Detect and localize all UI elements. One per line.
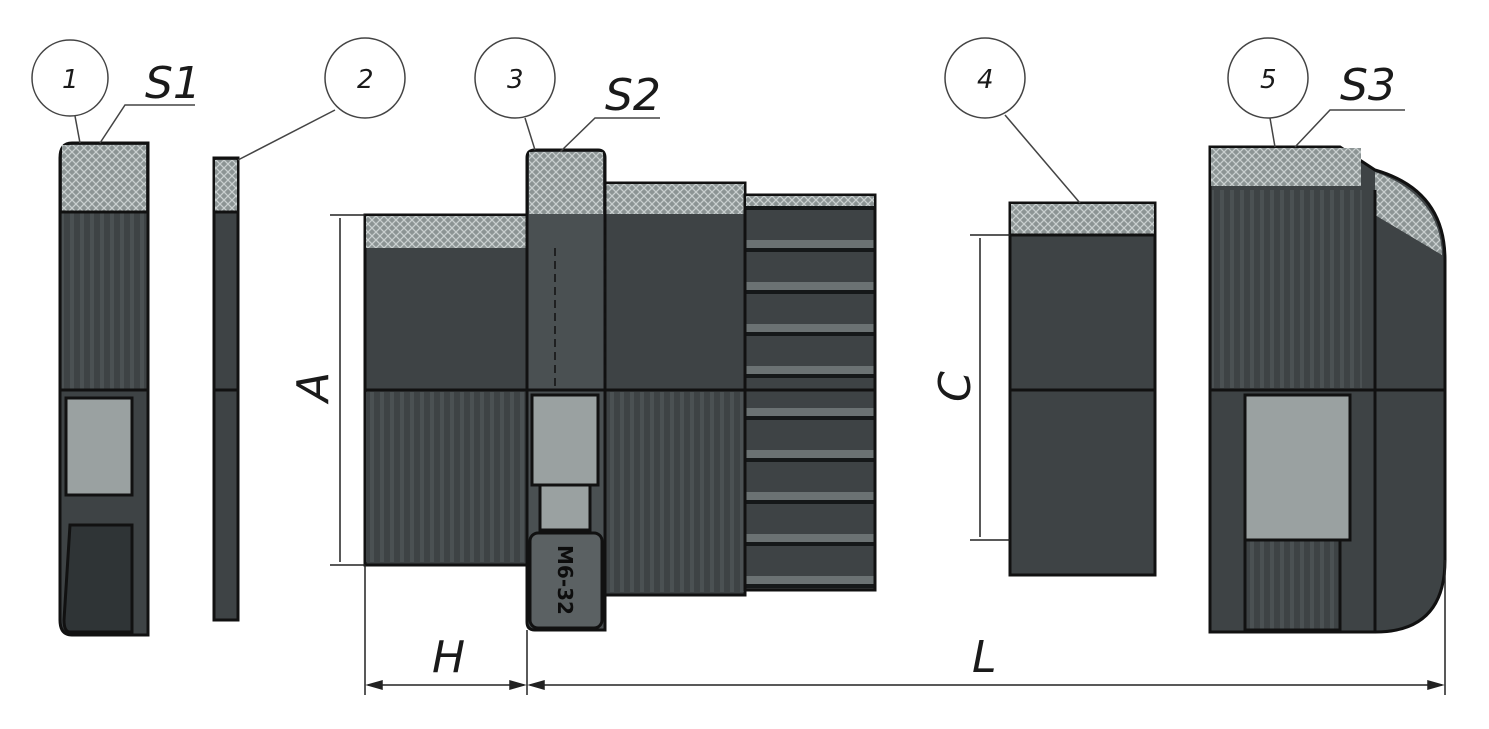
part-4-seal: [1008, 201, 1157, 577]
balloon-4-number: 4: [977, 65, 994, 95]
part-3-gland-body: M6-32: [363, 148, 877, 632]
part-5-cap-nut: [1208, 145, 1447, 634]
balloon-3-number: 3: [507, 65, 524, 95]
dimension-lines: [330, 214, 1446, 695]
balloon-5: [1227, 37, 1309, 119]
dimension-c-label: C: [930, 371, 981, 402]
balloon-3: [474, 37, 556, 119]
balloon-5-number: 5: [1260, 65, 1277, 95]
leader-lines: [74, 104, 1405, 204]
balloon-4: [944, 37, 1026, 119]
dimension-h-label: H: [432, 632, 465, 683]
balloon-2-number: 2: [357, 65, 374, 95]
surface-label-s2: S2: [605, 70, 661, 121]
part-1-locknut: [58, 141, 150, 637]
balloon-1: [31, 39, 109, 117]
balloon-1-number: 1: [62, 65, 79, 95]
stamp-text: M6-32: [553, 545, 577, 615]
dimension-l-label: L: [972, 632, 997, 683]
surface-label-s1: S1: [145, 58, 201, 109]
dimension-a-label: A: [288, 372, 339, 405]
balloon-2: [324, 37, 406, 119]
surface-label-s3: S3: [1340, 60, 1396, 111]
part-2-washer: [212, 156, 240, 622]
